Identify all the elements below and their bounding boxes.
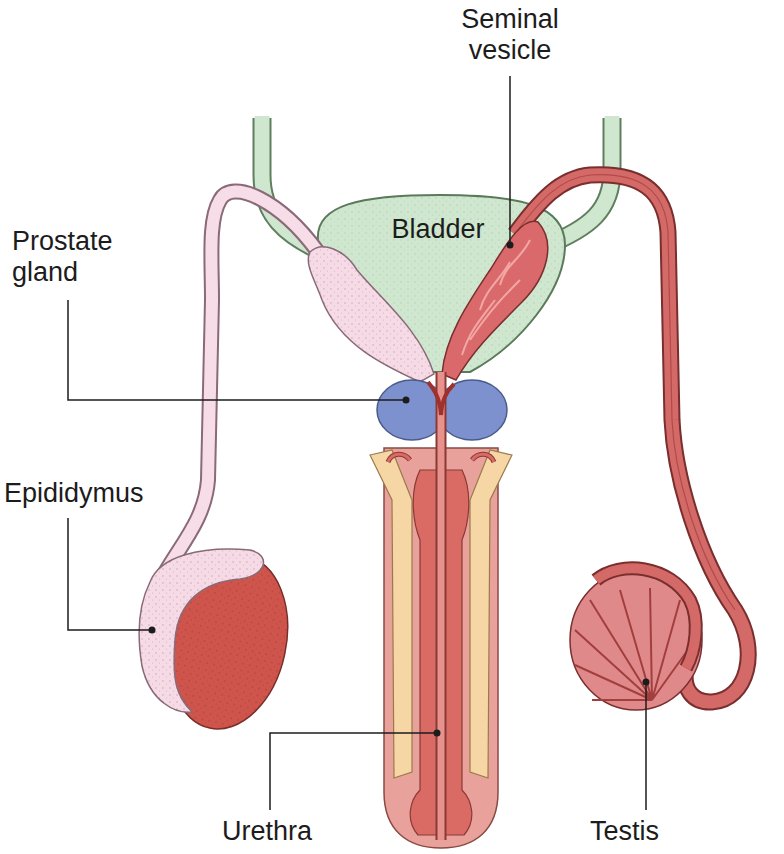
penis-body <box>470 450 512 778</box>
part-label: Seminal vesicle <box>440 4 580 66</box>
leader-line <box>645 684 647 810</box>
vas-deferens <box>162 192 318 578</box>
leader-dot <box>643 679 650 686</box>
vas-deferens <box>162 192 318 578</box>
vas-deferens <box>515 175 735 610</box>
epididymis-organ <box>139 549 263 712</box>
leader-line <box>68 300 404 400</box>
leader-dot <box>403 397 410 404</box>
seminal-vesicle <box>442 221 548 380</box>
leader-dot <box>507 242 514 249</box>
seminal-vesicle <box>462 240 530 355</box>
part-label: Prostate gland <box>12 226 152 288</box>
leader-line <box>68 76 646 810</box>
urethra-tube <box>428 372 454 840</box>
organ-label: Bladder <box>368 214 508 245</box>
urethra-tube <box>436 372 447 840</box>
testis-organ <box>570 568 702 710</box>
leader-line <box>270 733 437 810</box>
urethra-tube <box>428 382 454 415</box>
part-label: Urethra <box>222 816 312 847</box>
seminal-vesicle <box>308 247 434 382</box>
leader-line <box>509 76 511 243</box>
testis-organ <box>596 568 696 668</box>
leader-line <box>68 518 150 630</box>
leader-dot <box>149 627 156 634</box>
epididymis-organ <box>139 549 263 712</box>
seminal-vesicle <box>308 247 434 382</box>
leader-dot <box>434 730 441 737</box>
testis-organ <box>596 568 696 668</box>
testis-organ <box>575 588 695 700</box>
part-label: Testis <box>590 816 659 847</box>
leader-dot <box>149 242 650 737</box>
epididymis-organ <box>139 549 263 712</box>
penis-body <box>370 450 412 778</box>
urethra-tube <box>438 372 445 840</box>
seminal-vesicle <box>308 247 434 382</box>
seminal-vesicle <box>442 221 548 380</box>
vas-deferens <box>162 192 318 578</box>
part-label: Epididymus <box>4 478 144 509</box>
